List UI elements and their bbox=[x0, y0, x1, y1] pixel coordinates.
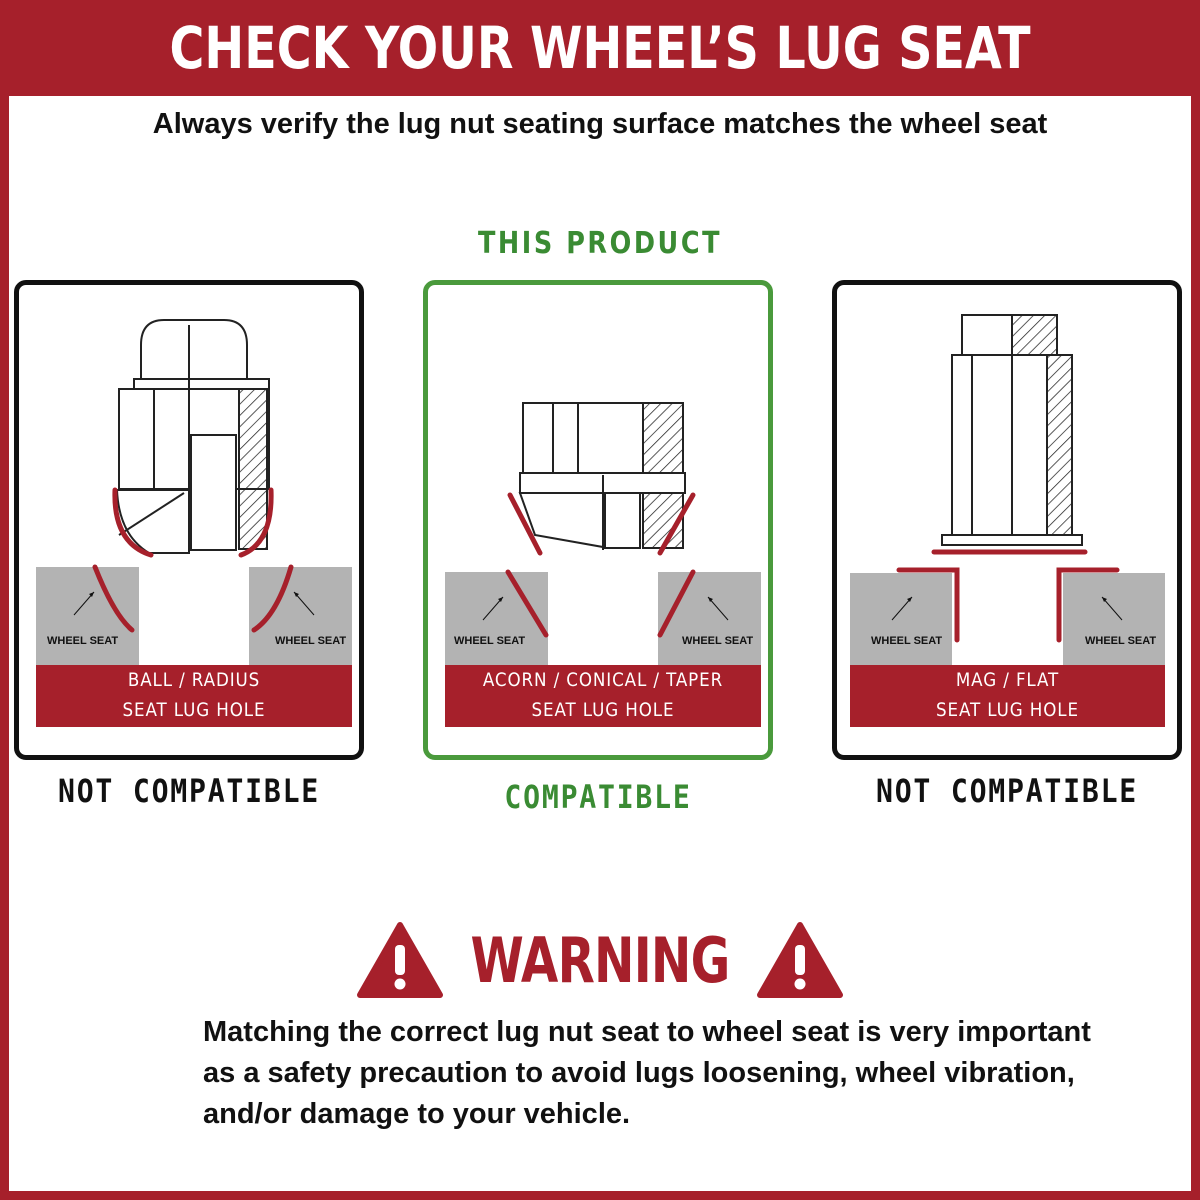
flat-lug-nut-drawing bbox=[941, 314, 1083, 546]
wheel-seat-label-right: WHEEL SEAT bbox=[682, 635, 754, 647]
page-title: CHECK YOUR WHEEL’S LUG SEAT bbox=[169, 14, 1031, 82]
wheel-seat-label-left: WHEEL SEAT bbox=[454, 635, 526, 647]
hole-type-label: BALL / RADIUS SEAT LUG HOLE bbox=[55, 665, 333, 727]
hole-label-bar bbox=[36, 665, 352, 727]
hole-type-line-1: ACORN / CONICAL / TAPER bbox=[482, 669, 724, 691]
status-not-compatible-1: NOT COMPATIBLE bbox=[58, 772, 320, 810]
this-product-label: THIS PRODUCT bbox=[477, 226, 723, 261]
conical-seat-diagram bbox=[445, 402, 761, 727]
wheel-seat-label-left: WHEEL SEAT bbox=[871, 635, 943, 647]
ball-seat-diagram bbox=[36, 319, 352, 727]
status-not-compatible-2: NOT COMPATIBLE bbox=[876, 772, 1138, 810]
wheel-seat-label-right: WHEEL SEAT bbox=[1085, 635, 1157, 647]
conical-lug-nut-drawing bbox=[518, 402, 686, 550]
flat-seat-diagram bbox=[850, 314, 1165, 727]
warning-heading: WARNING bbox=[0, 920, 1200, 1000]
subtitle: Always verify the lug nut seating surfac… bbox=[152, 108, 1048, 140]
wheel-seat-block-left bbox=[36, 567, 139, 665]
ball-lug-nut-drawing bbox=[115, 319, 270, 554]
conical-seat-panel: WHEEL SEAT WHEEL SEAT ACORN / CONICAL / … bbox=[423, 280, 773, 760]
wheel-seat-label-left: WHEEL SEAT bbox=[47, 635, 119, 647]
warning-triangle-icon bbox=[757, 922, 844, 998]
hole-type-line-2: SEAT LUG HOLE bbox=[531, 699, 675, 721]
warning-title: WARNING bbox=[470, 923, 730, 997]
header-banner: CHECK YOUR WHEEL’S LUG SEAT bbox=[0, 0, 1200, 96]
hole-type-label: ACORN / CONICAL / TAPER SEAT LUG HOLE bbox=[464, 665, 742, 727]
hole-type-label: MAG / FLAT SEAT LUG HOLE bbox=[869, 665, 1146, 727]
warning-triangle-icon bbox=[356, 922, 443, 998]
hole-type-line-1: MAG / FLAT bbox=[955, 669, 1060, 691]
hole-type-line-2: SEAT LUG HOLE bbox=[936, 699, 1079, 721]
wheel-seat-block-right bbox=[249, 567, 352, 665]
status-compatible: COMPATIBLE bbox=[504, 778, 692, 816]
ball-seat-panel: WHEEL SEAT WHEEL SEAT BALL / RADIUS SEAT… bbox=[14, 280, 364, 760]
hole-type-line-1: BALL / RADIUS bbox=[127, 669, 261, 691]
warning-body: Matching the correct lug nut seat to whe… bbox=[203, 1016, 1091, 1130]
flat-seat-panel: WHEEL SEAT WHEEL SEAT MAG / FLAT SEAT LU… bbox=[832, 280, 1182, 760]
wheel-seat-label-right: WHEEL SEAT bbox=[275, 635, 347, 647]
hole-type-line-2: SEAT LUG HOLE bbox=[122, 699, 266, 721]
